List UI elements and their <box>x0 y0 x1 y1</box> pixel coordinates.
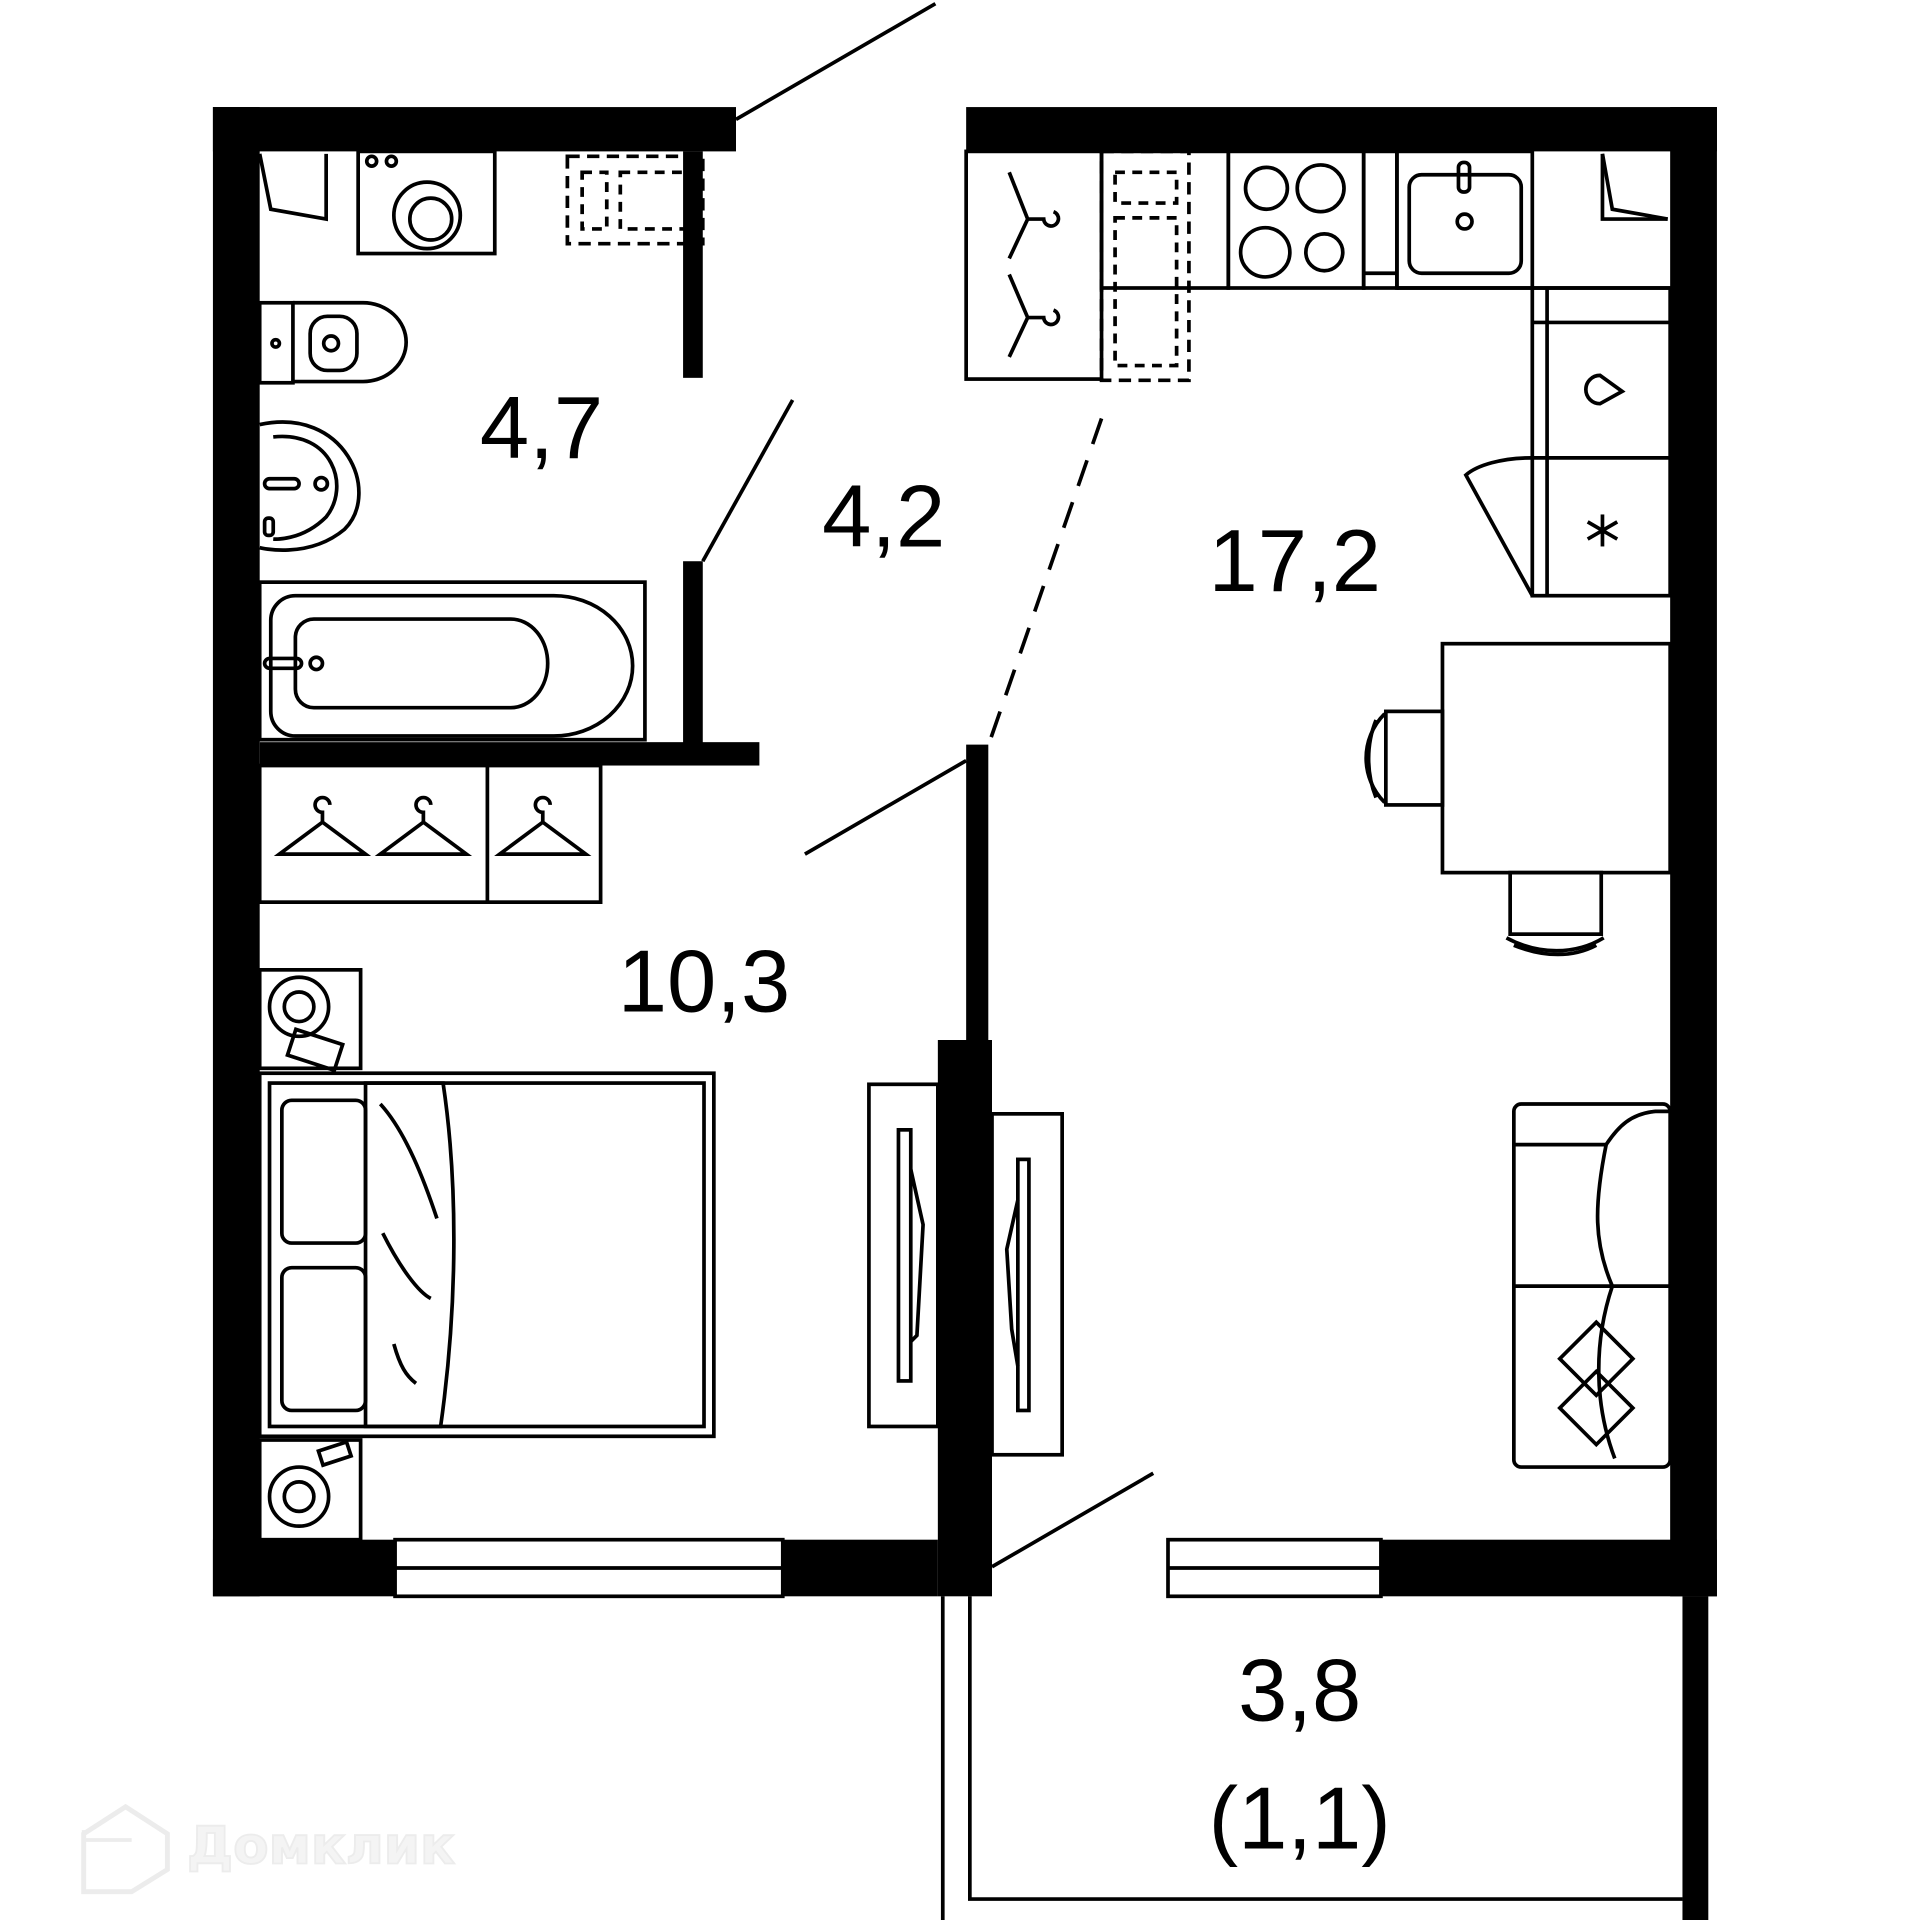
stove-icon <box>1226 149 1366 290</box>
room-area-hallway: 4,2 <box>822 466 945 565</box>
hanger-icon <box>1007 171 1061 260</box>
snowflake-icon <box>1586 514 1619 547</box>
sink-icon <box>259 420 361 552</box>
kitchen-furniture <box>964 149 1672 1469</box>
hanger-icon <box>374 795 473 856</box>
washing-machine-icon <box>356 149 497 256</box>
tv-stand <box>990 1112 1064 1457</box>
bedroom-furniture <box>257 968 940 1542</box>
balcony-outline <box>940 1596 1683 1920</box>
tv-stand <box>867 1082 940 1429</box>
hanger-icon <box>273 795 372 856</box>
walls <box>212 107 1717 1920</box>
room-area-balcony: 3,8 <box>1238 1641 1361 1740</box>
room-area-balcony-reduced: (1,1) <box>1209 1769 1391 1868</box>
toilet-icon <box>257 300 408 385</box>
dining-table <box>1364 641 1672 957</box>
sofa-icon <box>1512 1102 1672 1469</box>
kitchen-sink-icon <box>1395 149 1535 290</box>
bathtub-icon <box>257 580 647 742</box>
bed-icon <box>257 1071 716 1439</box>
doors <box>701 2 1155 1569</box>
room-area-bedroom: 10,3 <box>618 932 790 1031</box>
windows <box>393 1537 1383 1599</box>
wardrobe <box>257 763 603 905</box>
watermark-text: Домклик <box>187 1816 455 1876</box>
hanger-icon <box>494 795 592 856</box>
bathroom-fixtures <box>257 149 705 742</box>
room-area-bathroom: 4,7 <box>480 378 603 477</box>
room-area-kitchen-living: 17,2 <box>1209 511 1381 610</box>
hanger-icon <box>1007 273 1061 358</box>
water-drop-icon <box>1584 373 1626 406</box>
watermark: Домклик <box>81 1803 456 1895</box>
